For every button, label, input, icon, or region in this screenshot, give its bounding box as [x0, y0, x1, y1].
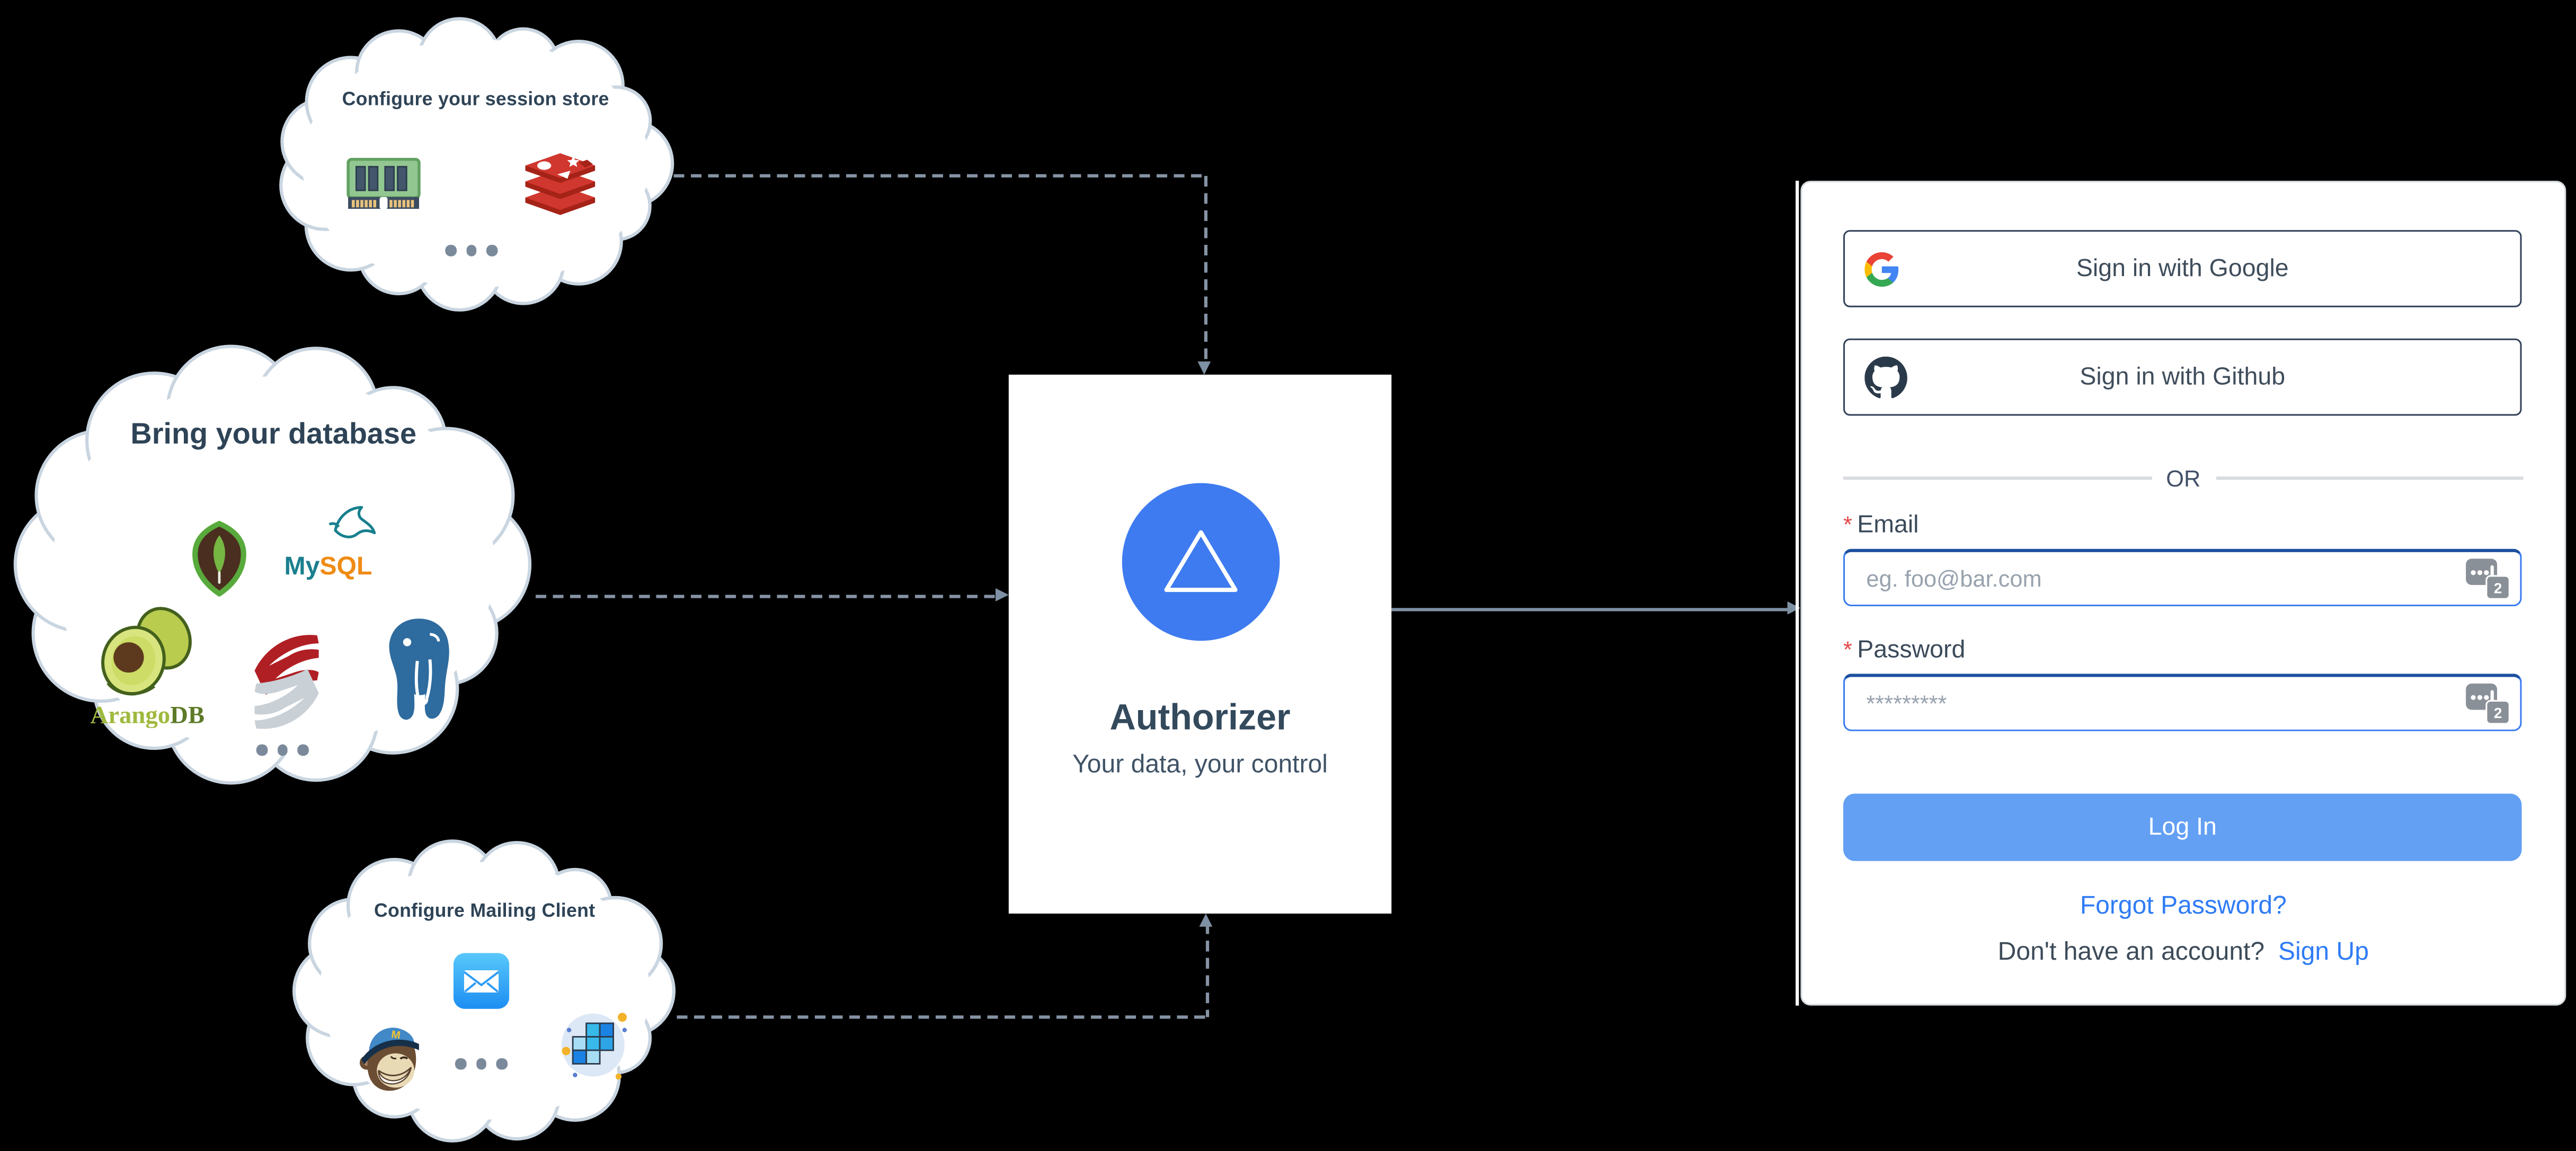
connector-mailing-vertical [1205, 923, 1210, 1017]
dot [256, 744, 267, 755]
dot [455, 1058, 466, 1069]
dot [297, 744, 308, 755]
sendgrid-icon [561, 1013, 627, 1080]
cloud-shape [279, 17, 674, 312]
forgot-password-link[interactable]: Forgot Password? [2080, 892, 2287, 920]
mailing-client-cloud: Configure Mailing Client M [292, 835, 677, 1147]
arrow-up-icon [1199, 913, 1213, 927]
required-asterisk: * [1843, 635, 1852, 662]
email-label: *Email [1843, 511, 1919, 539]
connector-mailing-horizontal [677, 1015, 1210, 1019]
mailchimp-icon: M [359, 1028, 419, 1091]
dot [277, 744, 288, 755]
authorizer-logo-icon [1122, 483, 1280, 641]
password-input[interactable] [1843, 674, 2522, 731]
connector-database-horizontal [535, 595, 996, 598]
redis-icon [525, 153, 596, 215]
svg-text:MySQL: MySQL [285, 552, 372, 580]
arangodb-icon: ArangoDB [90, 607, 205, 728]
signup-row: Don't have an account? Sign Up [1802, 938, 2564, 968]
ellipsis-icon [256, 744, 308, 755]
dot [496, 1058, 507, 1069]
dot [486, 245, 497, 256]
email-input[interactable] [1843, 548, 2522, 607]
arrow-down-icon [1197, 361, 1211, 375]
dot [475, 1058, 486, 1069]
password-manager-count-badge: 2 [2485, 700, 2510, 725]
svg-text:M: M [390, 1028, 401, 1041]
signup-prompt: Don't have an account? [1997, 938, 2265, 967]
connector-authorizer-to-login [1391, 608, 1788, 612]
divider-line [1843, 477, 2152, 480]
cloud-shape [13, 344, 532, 785]
password-manager-count-badge: 2 [2485, 575, 2510, 600]
authorizer-box: Authorizer Your data, your control [1008, 374, 1392, 914]
ellipsis-icon [455, 1058, 507, 1069]
arrow-right-icon [996, 588, 1009, 601]
connector-session-horizontal [673, 174, 1206, 178]
google-icon [1864, 251, 1899, 286]
authorizer-title: Authorizer [1109, 696, 1291, 738]
memcached-ram-icon [347, 157, 421, 209]
mailing-cloud-title: Configure Mailing Client [374, 902, 596, 922]
ellipsis-icon [445, 245, 497, 256]
password-label: *Password [1843, 635, 1966, 664]
authorizer-tagline: Your data, your control [1072, 751, 1328, 779]
password-manager-icon[interactable]: 2 [2466, 559, 2510, 600]
svg-text:ArangoDB: ArangoDB [90, 701, 205, 728]
session-store-cloud: Configure your session store [276, 13, 675, 314]
sql-server-icon [254, 635, 319, 729]
password-manager-icon[interactable]: 2 [2466, 683, 2510, 725]
google-button-label: Sign in with Google [2076, 254, 2289, 283]
login-panel: Sign in with Google Sign in with Github … [1800, 181, 2566, 1006]
database-cloud: Bring your database MySQL ArangoDB [13, 337, 534, 792]
or-divider: OR [1843, 465, 2524, 491]
sign-in-google-button[interactable]: Sign in with Google [1843, 230, 2522, 307]
required-asterisk: * [1843, 511, 1852, 537]
sign-in-github-button[interactable]: Sign in with Github [1843, 338, 2522, 416]
connector-session-vertical [1204, 175, 1208, 364]
github-icon [1864, 356, 1907, 399]
dot [466, 245, 477, 256]
mysql-icon: MySQL [285, 506, 376, 580]
divider-line [2215, 477, 2524, 480]
dot [445, 245, 456, 256]
postgresql-icon [389, 618, 449, 720]
mongodb-icon [192, 520, 246, 597]
github-button-label: Sign in with Github [2080, 363, 2286, 391]
or-label: OR [2166, 465, 2201, 492]
session-cloud-title: Configure your session store [342, 90, 609, 110]
apple-mail-icon [453, 953, 510, 1009]
login-widget-edge [1796, 181, 1799, 1006]
sign-up-link[interactable]: Sign Up [2278, 938, 2369, 967]
log-in-button[interactable]: Log In [1843, 793, 2522, 861]
database-cloud-title: Bring your database [130, 417, 417, 450]
